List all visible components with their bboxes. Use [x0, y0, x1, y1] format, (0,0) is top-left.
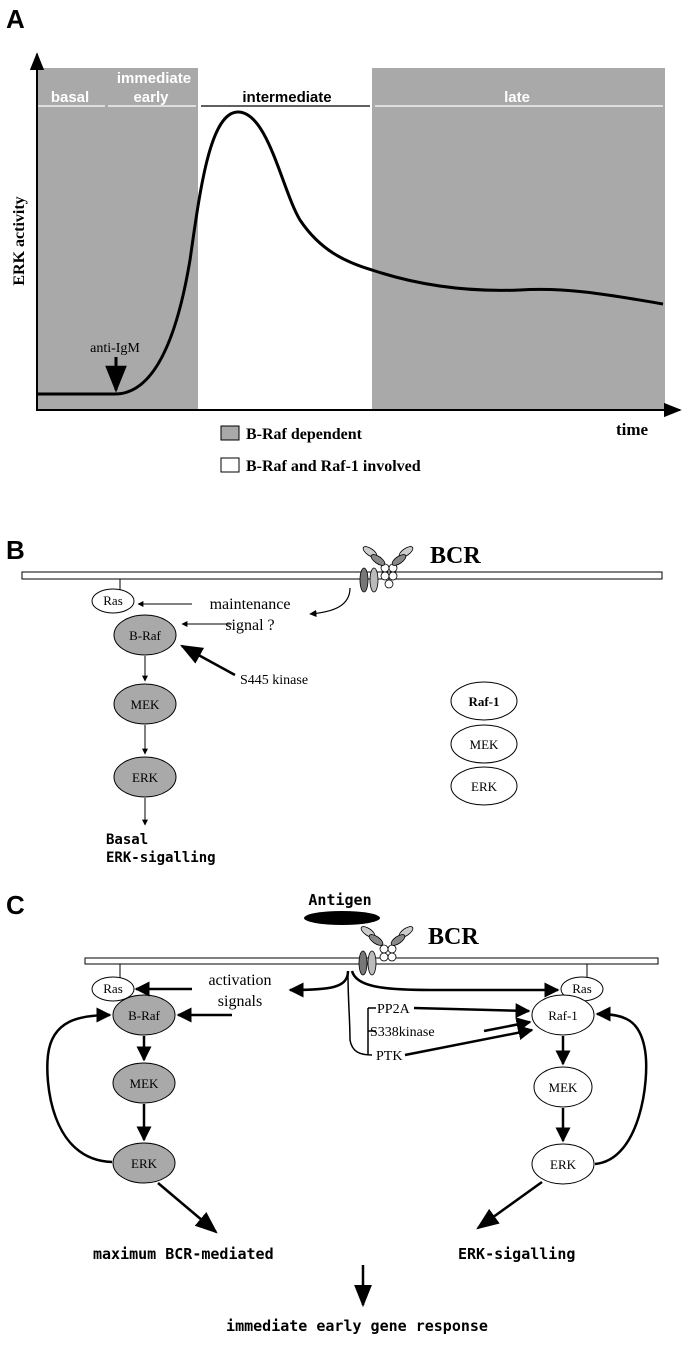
- legend-swatch-dependent: [220, 425, 240, 441]
- maintenance-label-1-b: maintenance: [210, 596, 291, 613]
- legend-involved-label: B-Raf and Raf-1 involved: [246, 458, 421, 475]
- basal-label-b: Basal: [106, 832, 148, 848]
- bcr-domain-c: [379, 944, 389, 954]
- feedback-erk-braf-c: [46, 1007, 113, 1164]
- panel-letter-c: C: [6, 890, 25, 920]
- arrow-ptk-raf1-c: [404, 1025, 534, 1057]
- erk-right-label-c: ERK: [550, 1157, 577, 1172]
- max-label-1-c: maximum BCR-mediated: [93, 1245, 274, 1263]
- erk-right-node-c: [531, 1143, 595, 1185]
- arrow-s445-braf-b: [180, 644, 236, 677]
- raf1-label-b: Raf-1: [468, 694, 499, 709]
- mek-right-node-c: [533, 1066, 593, 1108]
- bcr-arm-c: [390, 934, 406, 946]
- raf1-node-c: [531, 994, 595, 1036]
- braf-label-b: B-Raf: [129, 628, 161, 643]
- bcr-chain-c: [358, 950, 368, 976]
- braf-node-b: [113, 614, 177, 656]
- antigen-label: Antigen: [308, 891, 371, 909]
- response-label-c: immediate early gene response: [226, 1317, 488, 1335]
- max-label-2-c: ERK-sigalling: [458, 1245, 575, 1263]
- erk-activity-graph: basal immediate early intermediate late …: [11, 52, 682, 439]
- dependent-phase-shade-early: [38, 68, 198, 410]
- bcr-domain-c: [387, 952, 397, 962]
- mek2-label-b: MEK: [470, 737, 500, 752]
- bcr-domain-c: [379, 952, 389, 962]
- bcr-receptor-c: [358, 926, 414, 976]
- raf1-node-b: [450, 681, 518, 721]
- bcr-domain-b: [380, 571, 390, 581]
- phase-intermediate-label: intermediate: [242, 89, 331, 106]
- bcr-arm-b: [391, 554, 407, 566]
- braf-label-c: B-Raf: [128, 1008, 160, 1023]
- arrow-erk-left-max-c: [157, 1182, 218, 1234]
- phase-basal-label: basal: [51, 89, 89, 106]
- activation-label-2-c: signals: [218, 993, 262, 1010]
- mek-left-label-c: MEK: [130, 1076, 160, 1091]
- erk-signalling-label-b: ERK-sigalling: [106, 850, 216, 866]
- s445-label-b: S445 kinase: [240, 673, 308, 688]
- panel-letter-a: A: [6, 4, 25, 34]
- bcr-branch-stem-c: [347, 974, 373, 1056]
- erk-left-label-c: ERK: [131, 1156, 158, 1171]
- arrow-erk-right-max-c: [476, 1180, 543, 1230]
- arrow-s338-raf1-c: [483, 1017, 532, 1033]
- phase-immediate-label: immediate: [117, 70, 191, 87]
- ras-label-left-c: Ras: [103, 981, 123, 996]
- bcr-chain-b: [359, 567, 369, 593]
- graph-legend: B-Raf dependent B-Raf and Raf-1 involved: [220, 425, 421, 475]
- stimulus-label: anti-IgM: [90, 341, 140, 356]
- bcr-arm-c: [368, 934, 384, 946]
- bcr-label-c: BCR: [428, 924, 479, 950]
- erk-label-b: ERK: [132, 770, 159, 785]
- erk2-label-b: ERK: [471, 779, 498, 794]
- arrow-bcr-activation-c: [288, 970, 350, 998]
- maintenance-label-2-b: signal ?: [225, 617, 274, 634]
- bcr-label-b: BCR: [430, 543, 481, 569]
- mek-label-b: MEK: [131, 697, 161, 712]
- membrane-b: [21, 571, 663, 580]
- ras-label-b: Ras: [103, 593, 123, 608]
- arrow-pp2a-raf1-c: [413, 1003, 531, 1019]
- antigen-shape: [304, 911, 380, 925]
- phase-early-label: early: [133, 89, 169, 106]
- phase-late-label: late: [504, 89, 530, 106]
- dependent-phase-shade-late: [372, 68, 665, 410]
- mek-left-node-c: [112, 1062, 176, 1104]
- bcr-receptor-b: [359, 546, 414, 593]
- ras-node-b: [91, 588, 135, 614]
- bcr-domain-b: [384, 579, 394, 589]
- raf1-label-c: Raf-1: [548, 1008, 578, 1023]
- erk-activity-curve: [38, 110, 664, 396]
- bcr-chain-c: [367, 950, 377, 976]
- y-axis-label: ERK activity: [11, 196, 28, 285]
- erk2-node-b: [450, 766, 518, 806]
- erk-left-node-c: [112, 1142, 176, 1184]
- mek2-node-b: [450, 724, 518, 764]
- ras-label-right-c: Ras: [572, 981, 592, 996]
- mek-right-label-c: MEK: [549, 1080, 579, 1095]
- ras-node-left-c: [91, 976, 135, 1002]
- erk-node-b: [113, 756, 177, 798]
- mek-node-b: [113, 683, 177, 725]
- activation-label-1-c: activation: [208, 972, 271, 989]
- ptk-label-c: PTK: [376, 1049, 402, 1064]
- bcr-chain-b: [369, 567, 379, 593]
- bcr-domain-b: [388, 571, 398, 581]
- arrow-bcr-ras-right-c: [350, 970, 560, 998]
- bcr-arm-b: [370, 554, 386, 566]
- pp2a-label-c: PP2A: [377, 1002, 411, 1017]
- x-axis-label: time: [616, 420, 649, 439]
- legend-dependent-label: B-Raf dependent: [246, 426, 363, 443]
- legend-swatch-involved: [220, 457, 240, 473]
- arrow-bcr-maintenance-b: [309, 587, 351, 618]
- panel-letter-b: B: [6, 535, 25, 565]
- bcr-domain-c: [387, 944, 397, 954]
- feedback-erk-raf1-c: [594, 1006, 648, 1166]
- s338-label-c: S338kinase: [370, 1025, 435, 1040]
